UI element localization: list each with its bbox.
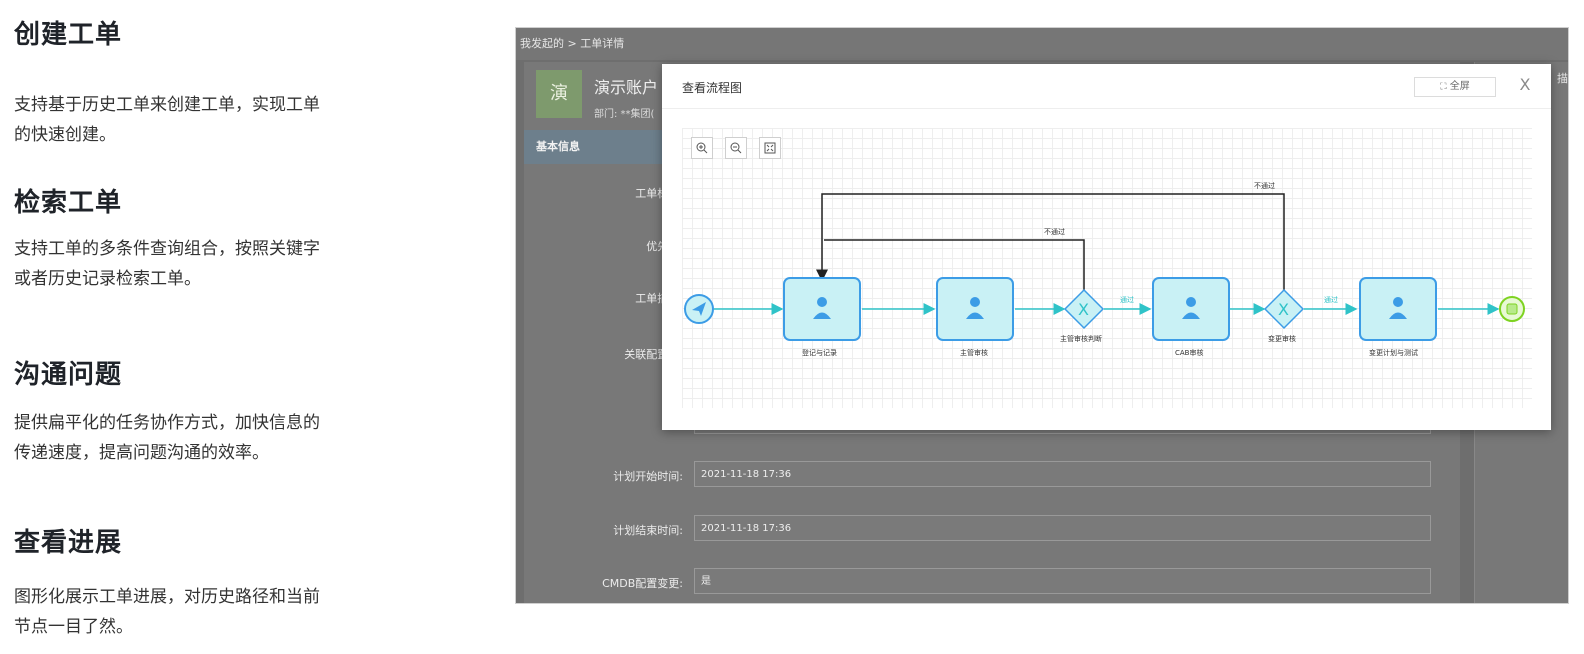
gateway-manager-decision[interactable]: X 主管审核判断	[1060, 288, 1105, 343]
edge-label-reject2: 不通过	[1254, 181, 1275, 190]
gateway-x-icon: X	[1278, 300, 1289, 319]
department: 部门: **集团(	[594, 109, 655, 120]
feature-title: 沟通问题	[14, 360, 123, 390]
feature-communicate: 沟通问题 提供扁平化的任务协作方式，加快信息的传递速度，提高问题沟通的效率。	[14, 354, 424, 463]
flow-canvas[interactable]	[682, 128, 1532, 408]
node-label-change-plan: 变更计划与测试	[1369, 348, 1418, 357]
user-icon	[970, 297, 980, 307]
gateway-change-review[interactable]: X 变更审核	[1263, 288, 1305, 343]
close-icon: X	[1519, 75, 1531, 94]
feature-desc: 提供扁平化的任务协作方式，加快信息的传递速度，提高问题沟通的效率。	[14, 413, 320, 463]
process-flow-diagram: 不通过 不通过 通过 通过 登记与记录 主管审核	[684, 181, 1525, 357]
fit-icon	[764, 142, 776, 154]
field-label-plan-start: 计划开始时间:	[613, 470, 683, 483]
feature-search-ticket: 检索工单 支持工单的多条件查询组合，按照关键字或者历史记录检索工单。	[14, 182, 424, 289]
user-icon	[817, 297, 827, 307]
edge-label-reject1: 不通过	[1044, 227, 1065, 236]
breadcrumb[interactable]: 我发起的 > 工单详情	[516, 28, 1568, 60]
plan-end-input[interactable]: 2021-11-18 17:36	[694, 515, 1431, 541]
side-panel-label: 描	[1557, 72, 1568, 85]
feature-title: 检索工单	[14, 188, 123, 218]
zoom-out-icon	[730, 142, 742, 154]
user-icon	[1186, 297, 1196, 307]
task-cab-review[interactable]: CAB审核	[1152, 277, 1230, 357]
avatar: 演	[536, 70, 582, 118]
reject-edge-cab	[816, 193, 1285, 293]
task-register[interactable]: 登记与记录	[783, 277, 861, 357]
task-change-plan[interactable]: 变更计划与测试	[1359, 277, 1437, 357]
task-manager-review[interactable]: 主管审核	[936, 277, 1014, 357]
fit-view-button[interactable]	[759, 137, 781, 159]
edge-label-pass1: 通过	[1120, 295, 1134, 304]
flowchart-modal: 查看流程图 ⛶ 全屏 X 不通过 不通过 通过 通过	[662, 64, 1551, 430]
cmdb-change-input[interactable]: 是	[694, 568, 1431, 594]
node-label-manager-decision: 主管审核判断	[1060, 334, 1102, 343]
fullscreen-button[interactable]: ⛶ 全屏	[1414, 77, 1496, 97]
edge-label-pass2: 通过	[1324, 295, 1338, 304]
close-button[interactable]: X	[1514, 74, 1536, 96]
field-label-cmdb-change: CMDB配置变更:	[602, 577, 683, 590]
send-icon	[692, 302, 706, 316]
expand-icon: ⛶	[1440, 82, 1447, 92]
feature-desc: 图形化展示工单进展，对历史路径和当前节点一目了然。	[14, 587, 320, 637]
node-label-cab-review: CAB审核	[1175, 348, 1203, 357]
fullscreen-label: 全屏	[1449, 81, 1470, 92]
modal-title: 查看流程图	[682, 81, 743, 95]
field-label-plan-end: 计划结束时间:	[613, 524, 683, 537]
account-name: 演示账户	[594, 78, 659, 97]
node-label-change-review: 变更审核	[1268, 334, 1296, 343]
user-icon	[1393, 297, 1403, 307]
zoom-out-button[interactable]	[725, 137, 747, 159]
feature-title: 查看进展	[14, 528, 123, 558]
feature-desc: 支持基于历史工单来创建工单，实现工单的快速创建。	[14, 95, 320, 145]
node-label-register: 登记与记录	[802, 348, 837, 357]
feature-view-progress: 查看进展 图形化展示工单进展，对历史路径和当前节点一目了然。	[14, 522, 424, 637]
end-event[interactable]	[1499, 296, 1525, 322]
feature-title: 创建工单	[14, 20, 123, 50]
zoom-in-icon	[696, 142, 708, 154]
modal-header: 查看流程图 ⛶ 全屏 X	[662, 64, 1551, 109]
start-event[interactable]	[684, 294, 714, 324]
feature-create-ticket: 创建工单 支持基于历史工单来创建工单，实现工单的快速创建。	[14, 14, 424, 145]
plan-start-input[interactable]: 2021-11-18 17:36	[694, 461, 1431, 487]
feature-desc: 支持工单的多条件查询组合，按照关键字或者历史记录检索工单。	[14, 239, 320, 289]
zoom-in-button[interactable]	[691, 137, 713, 159]
node-label-manager-review: 主管审核	[960, 348, 988, 357]
stop-icon	[1506, 303, 1518, 315]
reject-edge-manager	[824, 239, 1085, 293]
gateway-x-icon: X	[1078, 300, 1089, 319]
